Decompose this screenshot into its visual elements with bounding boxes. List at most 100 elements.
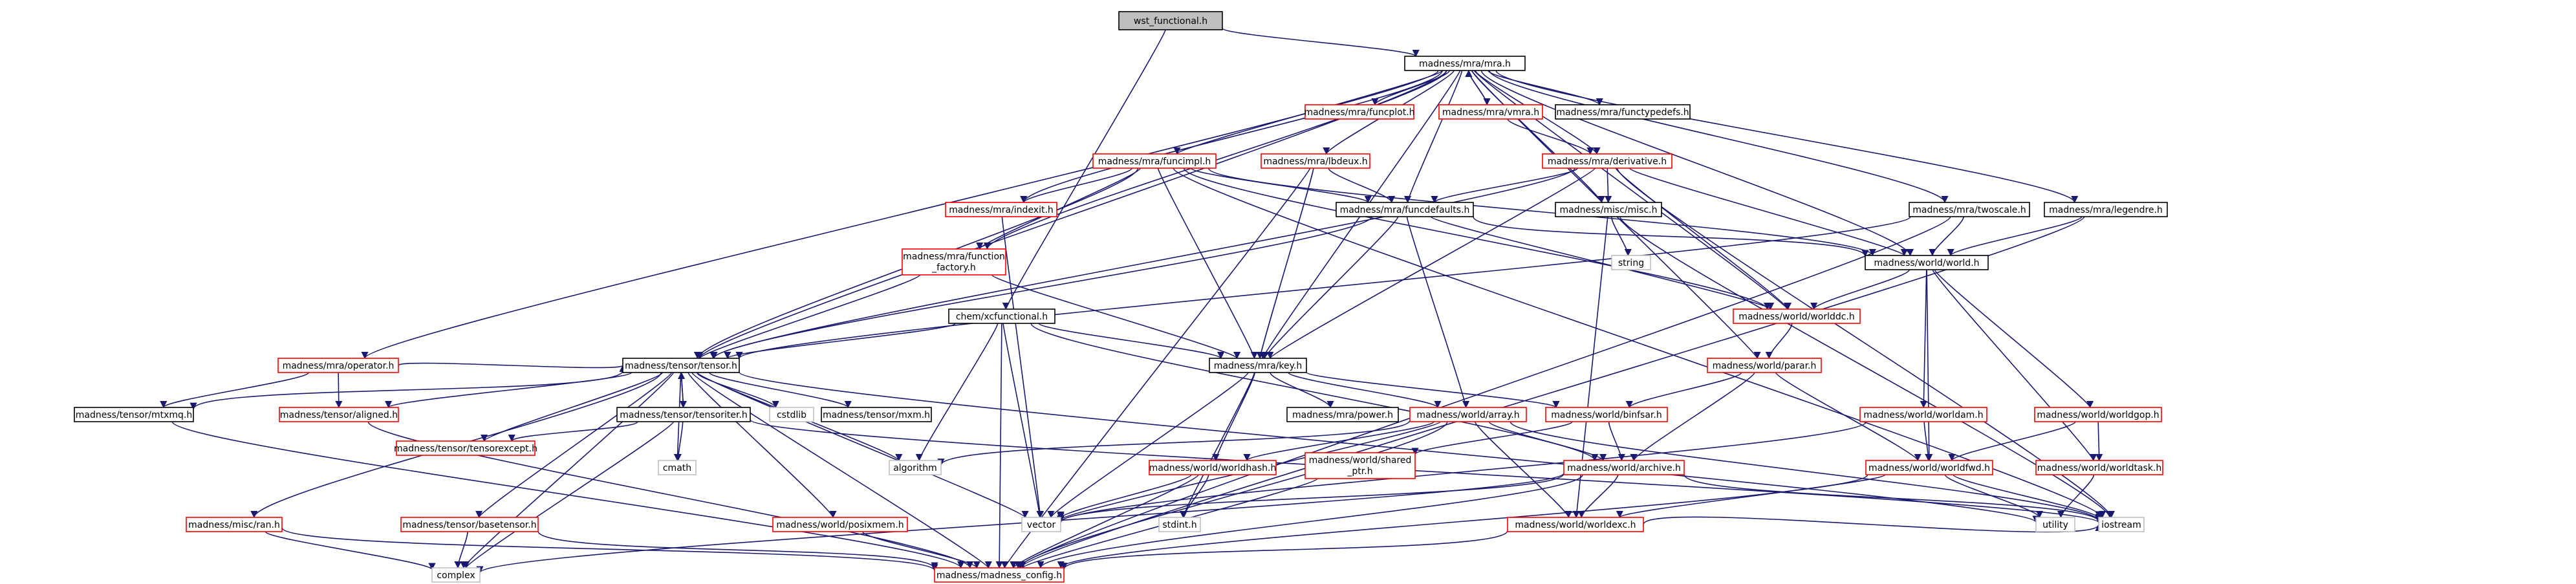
edge-operator-to-tensor <box>398 362 627 373</box>
edge-array-to-madness_config <box>1016 421 1448 569</box>
node-label: madness/world/worldam.h <box>1863 410 1983 420</box>
node-box <box>1611 255 1651 270</box>
edge-funcimpl-to-world <box>1207 168 1876 257</box>
node-power[interactable]: madness/mra/power.h <box>1286 407 1399 422</box>
node-twoscale[interactable]: madness/mra/twoscale.h <box>1909 202 2030 217</box>
node-posixmem[interactable]: madness/world/posixmem.h <box>772 517 908 532</box>
node-label: madness/misc/ran.h <box>188 520 280 530</box>
node-tensor[interactable]: madness/tensor/tensor.h <box>622 358 740 373</box>
edge-tensor-to-mxm <box>708 372 852 409</box>
node-mtxmq[interactable]: madness/tensor/mtxmq.h <box>74 407 194 422</box>
node-box <box>2098 517 2145 532</box>
node-basetensor[interactable]: madness/tensor/basetensor.h <box>400 517 539 532</box>
node-box <box>616 407 751 422</box>
edge-worldtask-to-utility <box>2057 474 2095 519</box>
node-binfsar[interactable]: madness/world/binfsar.h <box>1545 407 1668 422</box>
node-tensoriter[interactable]: madness/tensor/tensoriter.h <box>616 407 751 422</box>
node-label: madness/misc/misc.h <box>1560 205 1658 215</box>
edge-mtxmq-to-madness_config <box>171 421 964 569</box>
node-box <box>1555 104 1691 120</box>
node-function_factory[interactable]: madness/mra/function_factory.h <box>902 248 1006 276</box>
node-box <box>769 407 814 422</box>
node-funcimpl[interactable]: madness/mra/funcimpl.h <box>1092 153 1217 169</box>
node-parar[interactable]: madness/world/parar.h <box>1707 358 1822 373</box>
node-box <box>934 567 1065 583</box>
edge-array-to-iostream <box>1510 421 2103 522</box>
node-label: stdint.h <box>1162 520 1196 530</box>
edge-world-to-worlddc <box>1810 269 1910 310</box>
node-label: madness/mra/derivative.h <box>1548 157 1667 167</box>
node-worldtask[interactable]: madness/world/worldtask.h <box>2035 460 2163 475</box>
node-cstdlib: cstdlib <box>769 407 814 422</box>
edge-mra-to-functypedefs <box>1487 70 1603 106</box>
edge-tensoriter-to-tensorexcept <box>508 421 638 442</box>
edge-tensor-to-basetensor <box>475 372 673 519</box>
edge-funcimpl-to-key <box>1157 168 1258 360</box>
node-iostream: iostream <box>2098 517 2145 532</box>
node-worldam[interactable]: madness/world/worldam.h <box>1859 407 1987 422</box>
edge-mra-to-tensor <box>696 70 1447 360</box>
node-shared_ptr[interactable]: madness/world/shared_ptr.h <box>1304 452 1416 479</box>
node-worldexc[interactable]: madness/world/worldexc.h <box>1507 517 1644 532</box>
node-indexit[interactable]: madness/mra/indexit.h <box>945 202 1057 217</box>
node-aligned[interactable]: madness/tensor/aligned.h <box>279 407 399 422</box>
node-box <box>1118 11 1223 30</box>
node-xcfunctional[interactable]: chem/xcfunctional.h <box>948 308 1055 324</box>
edge-mra-to-worlddc <box>1473 70 1791 310</box>
node-worldfwd[interactable]: madness/world/worldfwd.h <box>1865 460 1993 475</box>
node-box <box>2035 460 2163 475</box>
node-operator[interactable]: madness/mra/operator.h <box>277 358 399 373</box>
edge-funcimpl-to-iostream <box>1173 168 2106 519</box>
node-misc[interactable]: madness/misc/misc.h <box>1555 202 1662 217</box>
node-box <box>1409 407 1527 422</box>
node-worldgop[interactable]: madness/world/worldgop.h <box>2034 407 2162 422</box>
node-archive[interactable]: madness/world/archive.h <box>1563 460 1685 475</box>
edge-worldam-to-worldfwd <box>1923 421 1932 462</box>
node-box <box>1092 153 1217 169</box>
node-box <box>1542 153 1672 169</box>
node-functypedefs[interactable]: madness/mra/functypedefs.h <box>1555 104 1691 120</box>
node-wst_functional[interactable]: wst_functional.h <box>1118 11 1223 30</box>
node-label: complex <box>437 570 475 581</box>
edge-misc-to-worldexc <box>1572 216 1608 519</box>
edge-mra-to-legendre <box>1495 70 2079 204</box>
node-legendre[interactable]: madness/mra/legendre.h <box>2044 202 2168 217</box>
node-worldhash[interactable]: madness/world/worldhash.h <box>1149 460 1277 475</box>
node-vmra[interactable]: madness/mra/vmra.h <box>1438 104 1543 120</box>
node-mxm[interactable]: madness/tensor/mxm.h <box>821 407 932 422</box>
node-label: madness/mra/vmra.h <box>1442 107 1539 118</box>
edge-ran-to-complex <box>265 531 436 570</box>
edge-worldam-to-vector <box>1057 421 1867 523</box>
node-funcplot[interactable]: madness/mra/funcplot.h <box>1304 104 1415 120</box>
edge-mra-to-funcdefaults <box>1403 70 1463 204</box>
node-tensorexcept[interactable]: madness/tensor/tensorexcept.h <box>394 440 537 456</box>
node-ran[interactable]: madness/misc/ran.h <box>186 517 283 532</box>
edge-lbdeux-to-key <box>1256 168 1314 360</box>
node-array[interactable]: madness/world/array.h <box>1409 407 1527 422</box>
node-box <box>1733 308 1861 324</box>
node-key[interactable]: madness/mra/key.h <box>1209 358 1307 373</box>
edge-operator-to-mtxmq <box>160 372 310 409</box>
node-world[interactable]: madness/world/world.h <box>1865 255 1989 270</box>
edge-worldgop-to-worldtask <box>2095 421 2103 462</box>
node-label: madness/world/worldgop.h <box>2037 410 2159 420</box>
edge-world-to-worldam <box>1920 269 1927 409</box>
edge-archive-to-iostream <box>1683 474 2103 523</box>
node-label: madness/mra/funcdefaults.h <box>1340 205 1470 215</box>
node-stdint: stdint.h <box>1158 517 1201 532</box>
node-box <box>772 517 908 532</box>
node-lbdeux[interactable]: madness/mra/lbdeux.h <box>1261 153 1370 169</box>
edge-wst_functional-to-mra <box>1222 27 1420 58</box>
edge-tensor-to-madness_config <box>691 372 992 569</box>
edge-vmra-to-derivative <box>1507 118 1594 155</box>
node-derivative[interactable]: madness/mra/derivative.h <box>1542 153 1672 169</box>
node-worlddc[interactable]: madness/world/worlddc.h <box>1733 308 1861 324</box>
edge-legendre-to-world <box>1947 216 2083 257</box>
node-label: madness/world/binfsar.h <box>1551 410 1661 420</box>
node-mra[interactable]: madness/mra/mra.h <box>1404 56 1526 71</box>
node-label: madness/world/parar.h <box>1713 361 1817 371</box>
node-box <box>2044 202 2168 217</box>
node-funcdefaults[interactable]: madness/mra/funcdefaults.h <box>1336 202 1474 217</box>
node-madness_config[interactable]: madness/madness_config.h <box>934 567 1065 583</box>
node-box <box>1865 255 1989 270</box>
